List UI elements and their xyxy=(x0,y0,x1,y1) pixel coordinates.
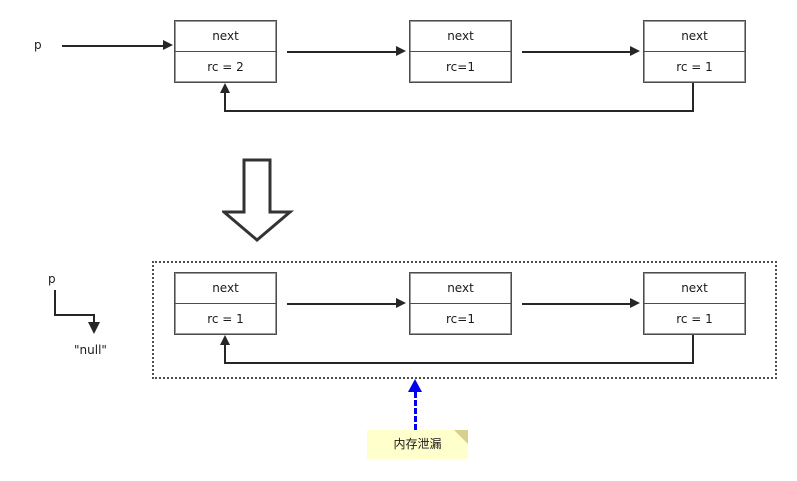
null-label: "null" xyxy=(74,343,107,357)
top-node-2-rc: rc=1 xyxy=(446,60,475,74)
leaked-group-boundary xyxy=(152,261,777,379)
bottom-cycle-right-segment xyxy=(692,335,694,363)
bottom-link-2-3-head xyxy=(630,298,640,308)
annotation-connector-line xyxy=(414,392,417,430)
bottom-cycle-left-segment xyxy=(224,345,226,363)
memory-leak-note-text: 内存泄漏 xyxy=(393,437,442,451)
annotation-connector-arrow-head xyxy=(408,379,422,392)
bottom-link-2-3-line xyxy=(522,303,631,305)
bottom-node-1-rc: rc = 1 xyxy=(207,312,244,326)
bottom-node-1-next: next xyxy=(175,273,276,304)
top-node-1: next rc = 2 xyxy=(174,20,277,83)
top-cycle-arrow-head xyxy=(220,83,230,93)
top-node-3-next: next xyxy=(644,21,745,52)
bottom-pointer-elbow-horizontal xyxy=(54,314,94,316)
top-pointer-arrow-line xyxy=(62,45,164,47)
top-node-3-rc: rc = 1 xyxy=(676,60,713,74)
bottom-cycle-bottom-segment xyxy=(224,362,694,364)
bottom-node-3: next rc = 1 xyxy=(643,272,746,335)
top-pointer-arrow-head xyxy=(163,40,173,50)
memory-leak-note: 内存泄漏 xyxy=(367,430,468,459)
top-node-2: next rc=1 xyxy=(409,20,512,83)
bottom-node-2-rc: rc=1 xyxy=(446,312,475,326)
top-link-2-3-line xyxy=(522,51,631,53)
bottom-link-1-2-head xyxy=(396,298,406,308)
top-node-3: next rc = 1 xyxy=(643,20,746,83)
top-cycle-right-segment xyxy=(692,83,694,111)
bottom-node-3-next: next xyxy=(644,273,745,304)
bottom-link-1-2-line xyxy=(287,303,397,305)
top-link-1-2-head xyxy=(396,46,406,56)
bottom-node-2: next rc=1 xyxy=(409,272,512,335)
bottom-pointer-elbow-vertical xyxy=(54,290,56,315)
top-pointer-label: p xyxy=(34,38,42,52)
top-cycle-bottom-segment xyxy=(224,110,694,112)
top-link-2-3-head xyxy=(630,46,640,56)
bottom-pointer-label: p xyxy=(48,272,56,286)
bottom-pointer-null-arrow-head xyxy=(88,322,100,334)
down-block-arrow-icon xyxy=(219,158,302,246)
top-node-1-next: next xyxy=(175,21,276,52)
top-link-1-2-line xyxy=(287,51,397,53)
top-cycle-left-segment xyxy=(224,93,226,111)
note-fold-corner-icon xyxy=(454,430,468,444)
bottom-node-2-next: next xyxy=(410,273,511,304)
bottom-node-3-rc: rc = 1 xyxy=(676,312,713,326)
top-node-2-next: next xyxy=(410,21,511,52)
bottom-pointer-null-stem xyxy=(93,314,95,324)
bottom-node-1: next rc = 1 xyxy=(174,272,277,335)
top-node-1-rc: rc = 2 xyxy=(207,60,244,74)
bottom-cycle-arrow-head xyxy=(220,335,230,345)
